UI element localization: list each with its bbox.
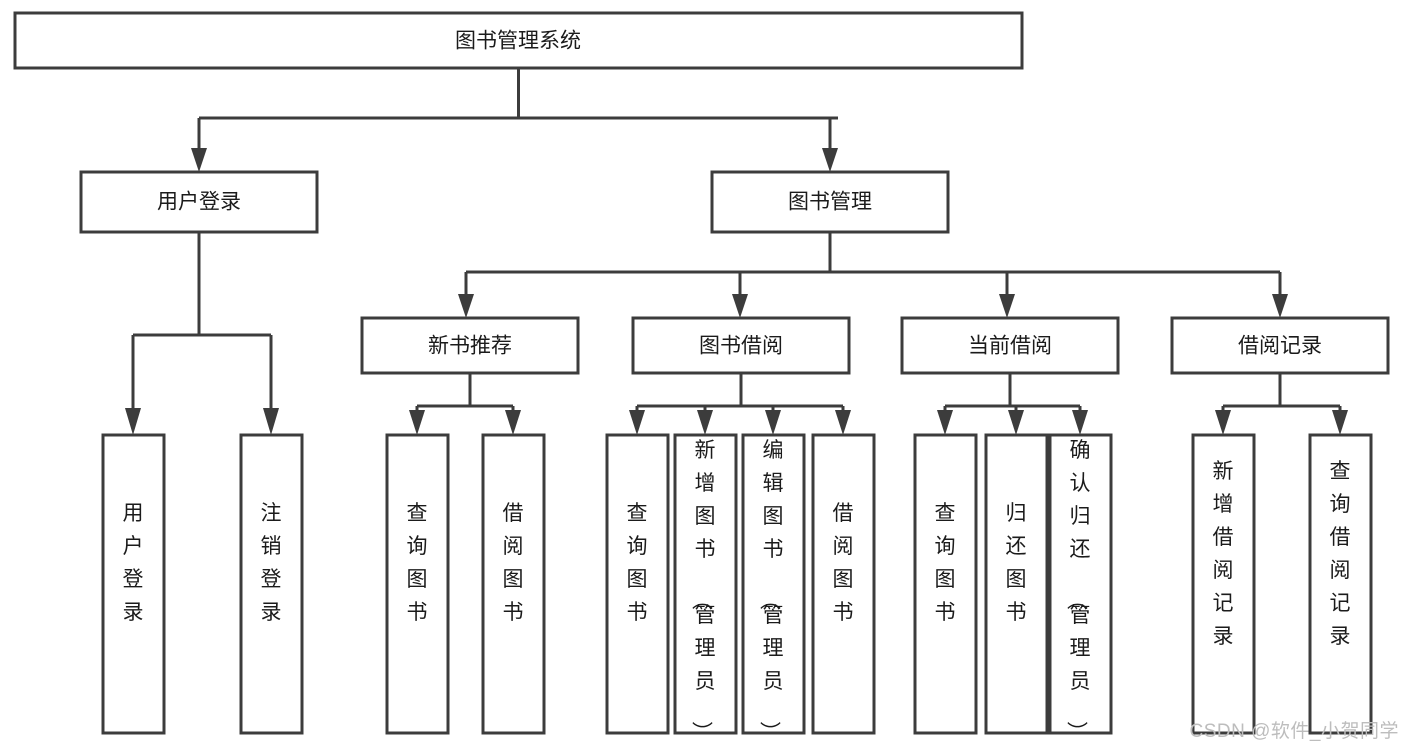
node-leaf-add-book-box[interactable] <box>673 433 738 735</box>
node-leaf-borrow-book-1-label: 借阅图书 <box>503 502 524 624</box>
arrow-head-leaf-add-book <box>697 410 713 435</box>
node-leaf-query-book-1-box[interactable] <box>385 433 450 735</box>
arrow-head-borrow-record <box>1272 294 1288 318</box>
node-leaf-user-login-box[interactable] <box>101 433 166 735</box>
node-leaf-query-record[interactable]: 查询借阅记录 <box>1308 433 1373 735</box>
node-leaf-add-record[interactable]: 新增借阅记录 <box>1191 433 1256 735</box>
node-leaf-query-book-3-box[interactable] <box>913 433 978 735</box>
node-leaf-edit-book-box[interactable] <box>741 433 806 735</box>
node-leaf-query-book-2-label: 查询图书 <box>627 502 648 624</box>
node-leaf-return-book[interactable]: 归还图书 <box>984 433 1049 735</box>
connector-layer <box>125 68 1348 435</box>
node-new-book-rec[interactable]: 新书推荐 <box>360 316 580 375</box>
arrow-head-new-book-rec <box>458 294 474 318</box>
node-leaf-query-book-3-label: 查询图书 <box>935 502 956 624</box>
node-leaf-borrow-book-2-box[interactable] <box>811 433 876 735</box>
arrow-head-leaf-borrow-book-2 <box>835 410 851 435</box>
arrow-head-leaf-confirm-return <box>1072 410 1088 435</box>
arrow-head-user-login <box>191 148 207 172</box>
node-leaf-borrow-book-1[interactable]: 借阅图书 <box>481 433 546 735</box>
node-layer: 图书管理系统 用户登录 图书管理 新书推荐 图书借阅 <box>13 11 1390 742</box>
node-current-borrow[interactable]: 当前借阅 <box>900 316 1120 375</box>
arrow-head-leaf-edit-book <box>765 410 781 435</box>
node-leaf-confirm-return[interactable]: 确认归还（管理员） <box>1048 433 1113 742</box>
node-leaf-query-book-1-label: 查询图书 <box>407 502 428 624</box>
node-book-manage-label: 图书管理 <box>788 191 872 214</box>
node-user-login[interactable]: 用户登录 <box>79 170 319 234</box>
node-current-borrow-box[interactable] <box>900 316 1120 375</box>
arrow-head-leaf-user-login <box>125 408 141 435</box>
node-leaf-logout-label: 注销登录 <box>261 502 282 624</box>
node-user-login-label: 用户登录 <box>157 191 241 214</box>
node-leaf-confirm-return-label: 确认归还（管理员） <box>1065 439 1091 742</box>
node-book-manage-box[interactable] <box>710 170 950 234</box>
arrow-head-book-borrow <box>732 294 748 318</box>
node-leaf-add-record-label: 新增借阅记录 <box>1213 460 1234 648</box>
node-borrow-record[interactable]: 借阅记录 <box>1170 316 1390 375</box>
node-leaf-borrow-book-1-box[interactable] <box>481 433 546 735</box>
node-book-borrow-box[interactable] <box>631 316 851 375</box>
arrow-head-leaf-logout <box>263 408 279 435</box>
arrow-head-leaf-borrow-book-1 <box>505 410 521 435</box>
arrow-head-leaf-query-book-3 <box>937 410 953 435</box>
arrow-head-leaf-query-record <box>1332 410 1348 435</box>
node-leaf-add-book-label: 新增图书（管理员） <box>690 439 716 742</box>
node-leaf-borrow-book-2[interactable]: 借阅图书 <box>811 433 876 735</box>
arrow-head-leaf-query-book-2 <box>629 410 645 435</box>
node-leaf-logout-box[interactable] <box>239 433 304 735</box>
node-leaf-query-record-label: 查询借阅记录 <box>1330 460 1351 648</box>
csdn-watermark: CSDN @软件_小贺同学 <box>1189 721 1399 742</box>
arrow-head-current-borrow <box>999 294 1015 318</box>
node-leaf-user-login-label: 用户登录 <box>123 502 144 624</box>
node-root-box[interactable] <box>13 11 1024 70</box>
node-book-manage[interactable]: 图书管理 <box>710 170 950 234</box>
node-book-borrow[interactable]: 图书借阅 <box>631 316 851 375</box>
node-borrow-record-box[interactable] <box>1170 316 1390 375</box>
arrow-head-leaf-return-book <box>1008 410 1024 435</box>
node-leaf-confirm-return-box[interactable] <box>1048 433 1113 735</box>
node-book-borrow-label: 图书借阅 <box>699 335 783 358</box>
node-leaf-query-book-3[interactable]: 查询图书 <box>913 433 978 735</box>
node-user-login-box[interactable] <box>79 170 319 234</box>
node-leaf-query-book-1[interactable]: 查询图书 <box>385 433 450 735</box>
node-leaf-query-book-2-box[interactable] <box>605 433 670 735</box>
node-borrow-record-label: 借阅记录 <box>1238 335 1322 358</box>
node-leaf-add-book[interactable]: 新增图书（管理员） <box>673 433 738 742</box>
node-leaf-edit-book[interactable]: 编辑图书（管理员） <box>741 433 806 742</box>
node-leaf-return-book-label: 归还图书 <box>1006 502 1027 624</box>
arrow-head-book-manage <box>822 148 838 172</box>
arrow-head-leaf-add-record <box>1215 410 1231 435</box>
node-leaf-add-record-box[interactable] <box>1191 433 1256 735</box>
node-root-label: 图书管理系统 <box>455 30 581 53</box>
node-leaf-user-login[interactable]: 用户登录 <box>101 433 166 735</box>
node-current-borrow-label: 当前借阅 <box>968 335 1052 358</box>
node-leaf-return-book-box[interactable] <box>984 433 1049 735</box>
arrow-head-leaf-query-book-1 <box>409 410 425 435</box>
node-new-book-rec-box[interactable] <box>360 316 580 375</box>
node-leaf-edit-book-label: 编辑图书（管理员） <box>758 439 784 742</box>
node-root[interactable]: 图书管理系统 <box>13 11 1024 70</box>
node-leaf-query-record-box[interactable] <box>1308 433 1373 735</box>
node-leaf-query-book-2[interactable]: 查询图书 <box>605 433 670 735</box>
node-leaf-borrow-book-2-label: 借阅图书 <box>833 502 854 624</box>
node-leaf-logout[interactable]: 注销登录 <box>239 433 304 735</box>
node-new-book-rec-label: 新书推荐 <box>428 335 512 358</box>
